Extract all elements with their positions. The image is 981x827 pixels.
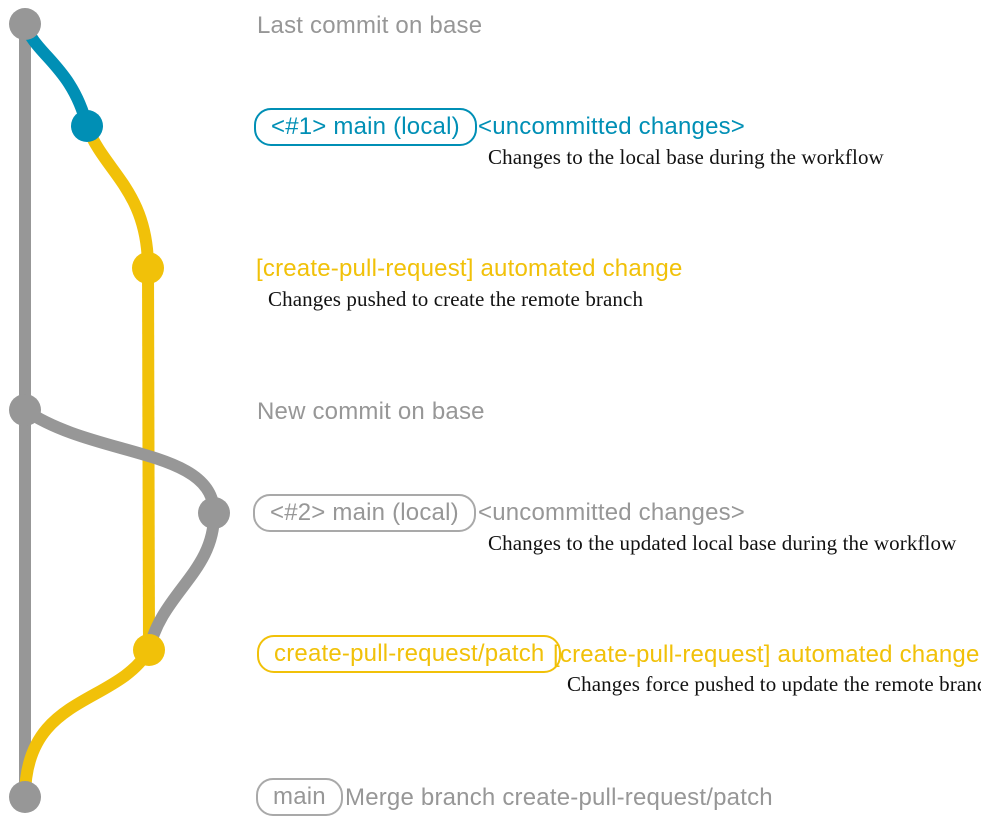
commit-node-main-local-2 [198,497,230,529]
automated-change-title-2: [create-pull-request] automated change [553,641,980,668]
automated-change-title-1: [create-pull-request] automated change [256,255,683,282]
uncommitted-changes-description-2: Changes to the updated local base during… [488,531,957,555]
branch-badge-main-local-2: <#2> main (local) [253,494,476,532]
merge-to-base-line [19,646,155,798]
uncommitted-changes-title-1: <uncommitted changes> [478,113,746,140]
remote-branch-out-line [81,123,154,269]
new-commit-label: New commit on base [257,398,485,425]
automated-change-description-2: Changes force pushed to update the remot… [567,672,981,696]
branch-badge-create-pull-request-patch: create-pull-request/patch [257,635,562,673]
uncommitted-changes-description-1: Changes to the local base during the wor… [488,145,884,169]
commit-node-automated-change-1 [132,252,164,284]
commit-node-new-commit-on-base [9,394,41,426]
updated-local-branch-line [21,405,220,514]
commit-node-automated-change-2 [133,634,165,666]
branch-badge-main: main [256,778,343,816]
commit-node-main-local-1 [71,110,103,142]
rebase-merge-line [143,512,221,652]
commit-node-last-commit-on-base [9,8,41,40]
local-main-branch-line [19,21,93,128]
automated-change-description-1: Changes pushed to create the remote bran… [268,287,644,311]
merge-commit-label: Merge branch create-pull-request/patch [345,784,773,811]
last-commit-label: Last commit on base [257,12,483,39]
commit-node-merge-commit [9,781,41,813]
uncommitted-changes-title-2: <uncommitted changes> [478,499,746,526]
branch-badge-main-local-1: <#1> main (local) [254,108,477,146]
